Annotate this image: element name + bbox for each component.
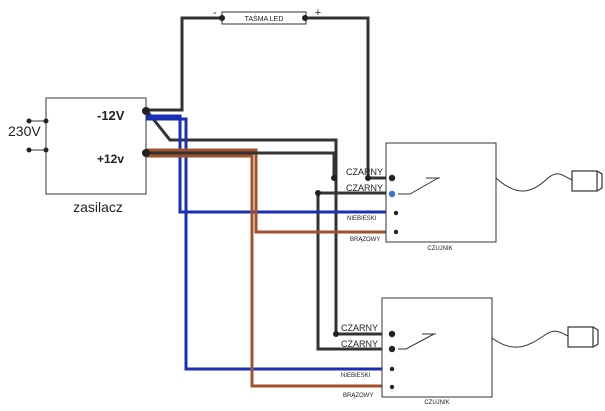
power-supply-name: zasilacz [73, 199, 123, 215]
sensor-1-terminal-3 [393, 210, 399, 216]
wire-brown-sensor1 [146, 148, 396, 234]
sensor-2-wire-4: BRĄZOWY [343, 393, 373, 399]
wire-sensor1-to-sensor2 [316, 191, 392, 351]
sensor-1-wire-4: BRĄZOWY [350, 237, 380, 243]
sensor-1-cable [495, 173, 573, 192]
sensor-1-contact-icon [398, 177, 440, 195]
junction-dot [331, 175, 337, 181]
junction-dot [365, 175, 371, 181]
sensor-1-terminal-4 [393, 229, 399, 235]
sensor-1: CZARNY CZARNY NIEBIESKI BRĄZOWY CZUJNIK [346, 142, 603, 252]
sensor-2-contact-icon [398, 333, 436, 350]
sensor-2-probe-icon [567, 326, 594, 348]
sensor-1-name: CZUJNIK [427, 246, 452, 252]
led-strip: TAŚMA LED - + [213, 7, 321, 25]
power-supply-box [45, 97, 147, 195]
sensor-2-name: CZUJNIK [424, 400, 449, 406]
wire-led-to-sensor1 [305, 16, 392, 180]
ac-terminal-2 [26, 147, 32, 153]
led-minus-sign: - [213, 7, 217, 19]
sensor-2-wire-1: CZARNY [341, 323, 378, 333]
wire-blue-sensor2 [146, 117, 392, 371]
ac-terminal-1 [26, 118, 32, 124]
sensor-2-box [381, 297, 493, 398]
sensor-2-cable [491, 330, 569, 348]
sensor-2-wire-2: CZARNY [341, 339, 378, 349]
sensor-1-box [385, 142, 497, 243]
wire-neg-to-sensor2 [144, 109, 392, 336]
junction-dot [333, 331, 339, 337]
wire-pos-to-sensor1 [146, 151, 336, 178]
wire-neg-to-led [146, 16, 222, 112]
sensor-1-terminal-2 [388, 190, 396, 198]
sensor-2-terminal-2 [388, 345, 396, 353]
sensor-2-terminal-4 [389, 384, 395, 390]
pos-output-label: +12v [97, 152, 124, 166]
sensor-2-wire-3: NIEBIESKI [341, 373, 371, 379]
sensor-2: CZARNY CZARNY NIEBIESKI BRĄZOWY CZUJNIK [341, 297, 599, 406]
wire-blue-sensor1 [146, 114, 396, 214]
sensor-2-terminal-1 [388, 330, 396, 338]
sensor-1-wire-3: NIEBIESKI [347, 216, 377, 222]
wire-brown-sensor2 [146, 154, 392, 388]
led-plus-terminal [302, 15, 308, 21]
sensor-1-wire-1: CZARNY [346, 167, 383, 177]
led-plus-sign: + [315, 7, 321, 19]
junction-dot [315, 190, 321, 196]
led-strip-label: TAŚMA LED [245, 14, 284, 23]
neg-output-label: -12V [97, 108, 125, 123]
neg-output-terminal [142, 107, 150, 115]
sensor-1-wire-2: CZARNY [346, 183, 383, 193]
power-input-label: 230V [8, 123, 41, 139]
sensor-2-terminal-3 [389, 366, 395, 372]
pos-output-terminal [142, 149, 150, 157]
power-supply: 230V -12V +12v zasilacz [8, 97, 150, 215]
sensor-1-terminal-1 [388, 174, 396, 182]
sensor-1-probe-icon [571, 170, 598, 192]
led-minus-terminal [219, 15, 225, 21]
